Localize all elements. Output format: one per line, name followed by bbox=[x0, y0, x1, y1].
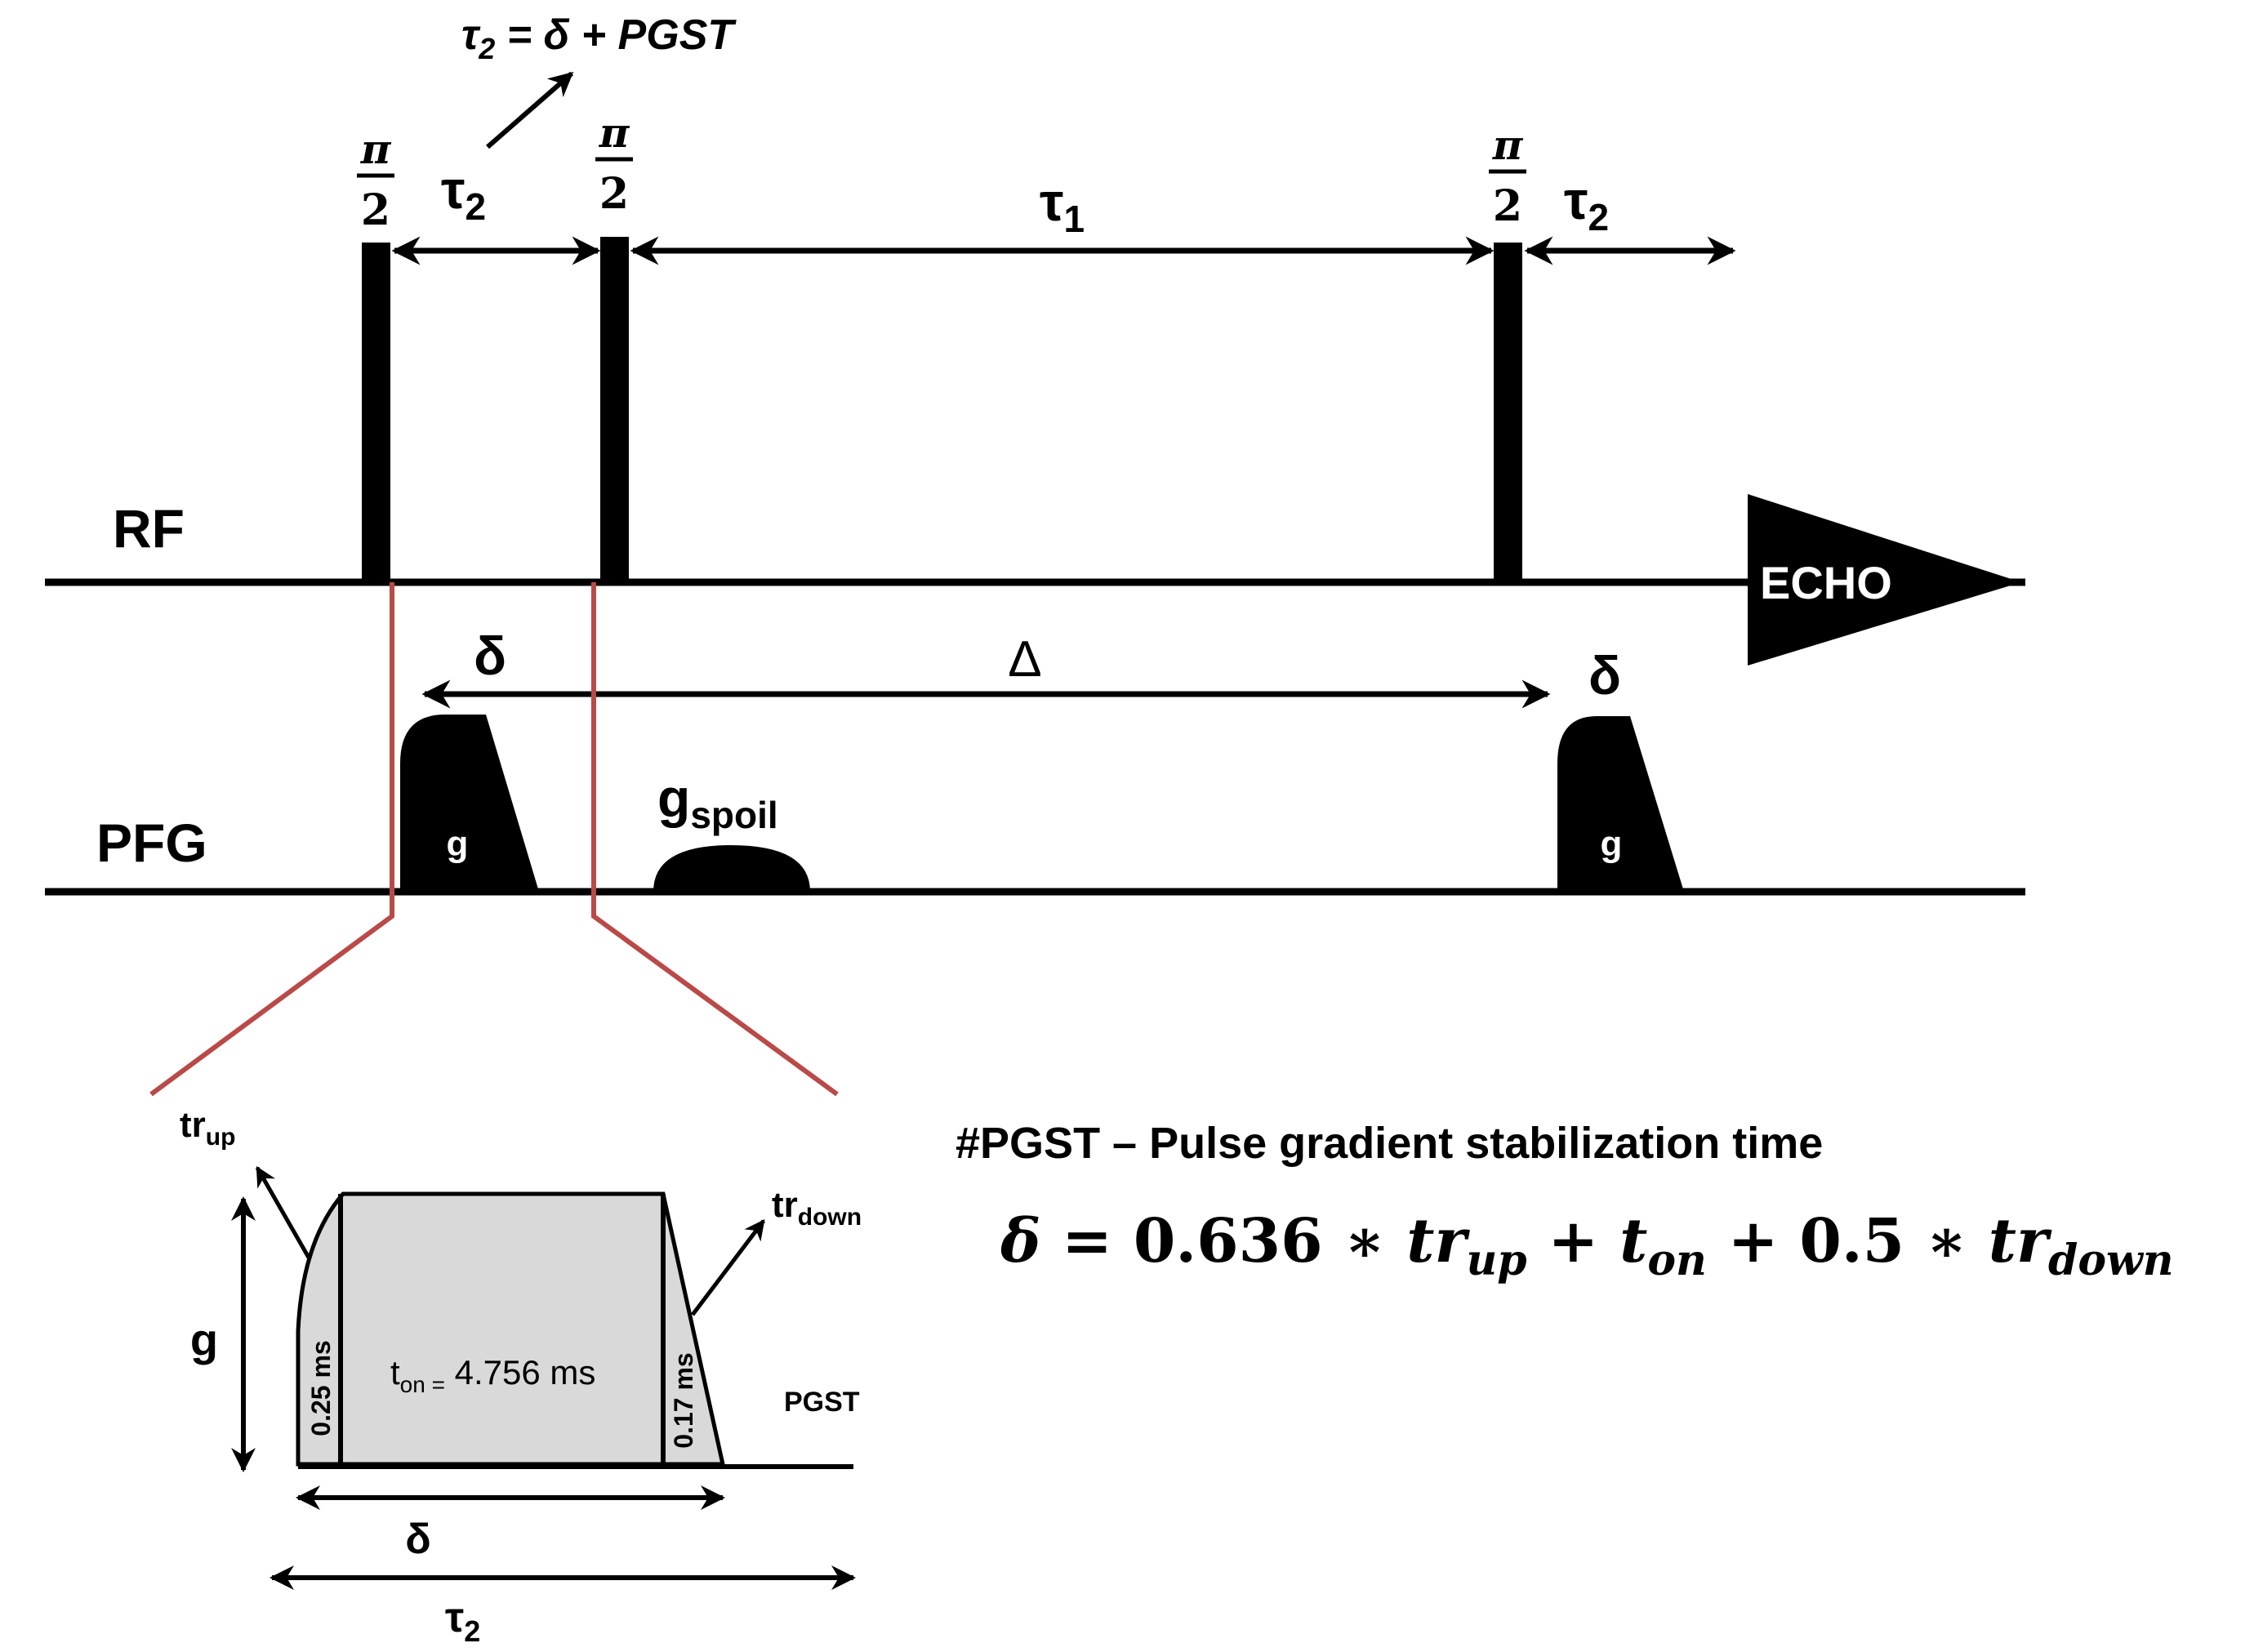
gradient-shape-fill bbox=[296, 1191, 726, 1467]
gradient-detail-inset: g 0.25 ms 0.17 ms ton = 4.756 ms PGST tr… bbox=[180, 1105, 862, 1648]
tau2-definition: τ2 = δ + PGST bbox=[461, 11, 737, 65]
spoil-gradient bbox=[653, 845, 810, 892]
rf-pulse-3 bbox=[1494, 243, 1522, 582]
inset-delta-label: δ bbox=[405, 1516, 431, 1563]
tau2-label-1: τ2 bbox=[441, 159, 486, 228]
svg-text:2: 2 bbox=[361, 185, 390, 235]
gradient-pulse-2 bbox=[1557, 716, 1684, 892]
zoom-connector bbox=[149, 582, 839, 1097]
zoom-line-left bbox=[149, 582, 394, 1097]
tr-down-label: trdown bbox=[772, 1185, 862, 1231]
gradient-pulse-1-letter: g bbox=[447, 824, 469, 864]
zoom-line-right bbox=[591, 582, 839, 1097]
pfg-axis-label: PFG bbox=[96, 813, 207, 873]
delta-equation: δ = 0.636 ∗ trup + ton + 0.5 ∗ trdown bbox=[1000, 1206, 2174, 1285]
pulse-angle-label-3: π 2 bbox=[1489, 121, 1526, 231]
echo-signal bbox=[1748, 494, 2021, 666]
echo-label: ECHO bbox=[1760, 557, 1892, 608]
pulse-angle-label-2: π 2 bbox=[595, 109, 633, 219]
pfg-channel: PFG g g gspoil Δ δ δ bbox=[45, 626, 2025, 896]
inset-tau2-label: τ2 bbox=[445, 1594, 480, 1648]
svg-text:π: π bbox=[599, 109, 630, 157]
svg-text:2: 2 bbox=[1493, 181, 1522, 231]
tr-up-pointer bbox=[255, 1165, 311, 1259]
tr-up-label: trup bbox=[180, 1105, 235, 1151]
small-delta-label-1: δ bbox=[474, 626, 506, 686]
fall-time-label: 0.17 ms bbox=[669, 1352, 698, 1448]
svg-text:π: π bbox=[360, 125, 392, 173]
tr-down-pointer bbox=[691, 1219, 765, 1316]
spoil-gradient-label: gspoil bbox=[657, 768, 778, 836]
gradient-pulse-2-letter: g bbox=[1601, 824, 1623, 864]
t-on-label: ton = 4.756 ms bbox=[390, 1353, 595, 1397]
small-delta-label-2: δ bbox=[1588, 645, 1621, 706]
tau2-definition-pointer bbox=[486, 71, 574, 149]
gradient-pulse-1 bbox=[400, 715, 539, 892]
tau1-label: τ1 bbox=[1040, 171, 1085, 240]
rf-channel: RF π 2 π 2 π 2 τ2 τ1 τ2 τ2 = δ + PGS bbox=[45, 11, 2025, 666]
rf-pulse-2 bbox=[600, 237, 629, 582]
rise-time-label: 0.25 ms bbox=[306, 1340, 336, 1436]
pgst-definition-note: #PGST – Pulse gradient stabilization tim… bbox=[956, 1119, 1823, 1168]
g-amplitude-label: g bbox=[190, 1314, 218, 1365]
svg-text:2: 2 bbox=[599, 169, 629, 219]
big-delta-label: Δ bbox=[1008, 631, 1041, 688]
pulse-angle-label-1: π 2 bbox=[357, 125, 394, 235]
svg-text:π: π bbox=[1492, 121, 1524, 169]
rf-axis-label: RF bbox=[113, 498, 185, 559]
rf-pulse-1 bbox=[362, 243, 390, 582]
tau2-label-2: τ2 bbox=[1564, 170, 1609, 238]
pgst-label: PGST bbox=[784, 1387, 860, 1418]
